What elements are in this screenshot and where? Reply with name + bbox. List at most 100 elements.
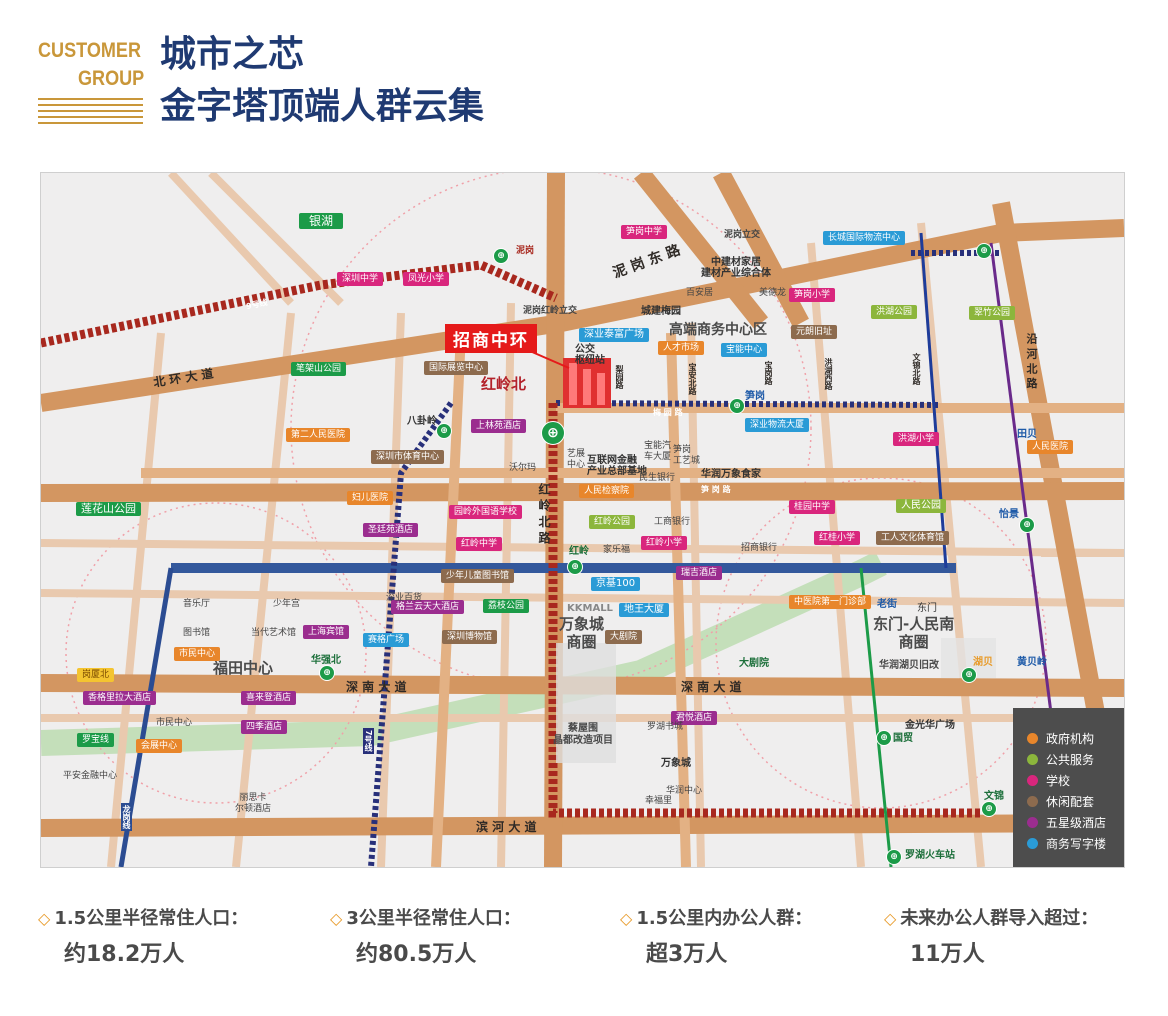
tag-shenye-taifu[interactable]: 深业泰富广场 <box>579 328 649 342</box>
area-caiwu: 蔡屋围 晶都改造项目 <box>553 723 613 746</box>
tag-tiyu-center[interactable]: 深圳市体育中心 <box>371 450 445 464</box>
metro-station-icon[interactable]: ⊕ <box>976 243 992 259</box>
tag-lizhi-park[interactable]: 荔枝公园 <box>483 599 530 613</box>
road-hongfu: 洪湖西路 <box>824 358 833 390</box>
diamond-icon: ◇ <box>330 909 343 928</box>
metro-station-icon[interactable]: ⊕ <box>729 398 745 414</box>
label-jinguang: 金光华广场 <box>905 720 955 731</box>
metro-station-icon[interactable]: ⊕ <box>567 559 583 575</box>
metro-station-icon[interactable]: ⊕ <box>886 849 902 865</box>
metro-station-icon[interactable]: ⊕ <box>961 667 977 683</box>
tag-baoneng[interactable]: 宝能中心 <box>721 343 768 357</box>
area-huarun-bei: 华润湖贝旧改 <box>879 660 939 671</box>
tag-dibang[interactable]: 地王大厦 <box>619 603 669 617</box>
label-shaonian-gong: 少年宫 <box>273 599 301 609</box>
tag-shanghai-hotel[interactable]: 上海宾馆 <box>303 625 350 639</box>
tag-xilaideng[interactable]: 喜来登酒店 <box>241 691 297 705</box>
tag-hongling-park[interactable]: 红岭公园 <box>589 515 636 529</box>
diamond-icon: ◇ <box>620 909 633 928</box>
tag-shaoer-lib[interactable]: 少年儿童图书馆 <box>441 569 515 583</box>
tag-guiyuan[interactable]: 桂园中学 <box>789 500 836 514</box>
tag-hongling-primary[interactable]: 红岭小学 <box>641 536 688 550</box>
page-title-line1: 城市之芯 <box>160 34 305 75</box>
tag-luobao[interactable]: 罗宝线 <box>77 733 115 747</box>
area-hongling-bei: 红岭北 <box>481 375 527 393</box>
label-guomao: 国贸 <box>893 733 913 744</box>
tag-shenzhen-middle[interactable]: 深圳中学 <box>337 272 384 286</box>
stat-future-office: ◇未来办公人群导入超过： 11万人 <box>884 908 1099 967</box>
metro-station-icon[interactable]: ⊕ <box>493 248 509 264</box>
tag-cuizhu-park[interactable]: 翠竹公园 <box>969 306 1016 320</box>
label-honglin: 红岭 <box>569 546 589 557</box>
tag-shimin-center[interactable]: 市民中心 <box>174 647 221 661</box>
tag-fengguang[interactable]: 凤光小学 <box>403 272 450 286</box>
tag-honghu-primary[interactable]: 洪湖小学 <box>893 432 940 446</box>
tag-shanglin[interactable]: 上林苑酒店 <box>471 419 527 433</box>
tag-hongguei[interactable]: 红桂小学 <box>814 531 861 545</box>
label-wanxiang: 万象城 <box>661 758 691 769</box>
road-liyuan: 梨园路 <box>615 365 624 389</box>
tag-renmin-park[interactable]: 人民公园 <box>896 499 946 513</box>
tag-changcheng[interactable]: 长城国际物流中心 <box>823 231 906 245</box>
tag-yuanmin[interactable]: 元朗旧址 <box>791 325 838 339</box>
area-dongmen: 东门-人民南 商圈 <box>873 615 955 651</box>
metro-station-icon[interactable]: ⊕ <box>319 665 335 681</box>
tag-junyue[interactable]: 君悦酒店 <box>671 711 718 725</box>
tag-xiangge[interactable]: 香格里拉大酒店 <box>83 691 157 705</box>
tag-yinhu[interactable]: 银湖 <box>299 213 344 229</box>
label-minsheng: 民生银行 <box>639 473 676 483</box>
legend-swatch <box>1027 796 1038 807</box>
tag-gongren[interactable]: 工人文化体育馆 <box>876 531 950 545</box>
tag-bowuguan[interactable]: 深圳博物馆 <box>442 630 498 644</box>
label-dangdai: 当代艺术馆 <box>251 628 297 638</box>
road-baogang: 宝岗路 <box>764 361 773 385</box>
tag-siji[interactable]: 四季酒店 <box>241 720 288 734</box>
tag-dier-hospital[interactable]: 第二人民医院 <box>286 428 351 442</box>
tag-jingji100[interactable]: 京基100 <box>591 577 641 591</box>
metro-station-icon[interactable]: ⊕ <box>876 730 892 746</box>
label-huarun-zx: 华润中心 <box>666 786 703 796</box>
area-wanxiang: 万象城 商圈 <box>559 615 605 651</box>
tag-hongling-middle[interactable]: 红岭中学 <box>456 537 503 551</box>
tag-saige[interactable]: 赛格广场 <box>363 633 410 647</box>
tag-sungang-middle[interactable]: 笋岗中学 <box>621 225 668 239</box>
label-huarun-wx: 华润万象食家 <box>701 469 761 480</box>
tag-ruiji[interactable]: 瑞吉酒店 <box>676 566 723 580</box>
tag-bijia-park[interactable]: 笔架山公园 <box>291 362 347 376</box>
label-sungang-metro: 笋岗 <box>745 391 765 402</box>
road-baoan-north: 宝安北路 <box>688 363 697 395</box>
tag-rencai[interactable]: 人才市场 <box>658 341 705 355</box>
label-laojie: 老街 <box>877 599 897 610</box>
label-xingfuli: 幸福里 <box>645 796 673 806</box>
tag-huizhan[interactable]: 会展中心 <box>136 739 183 753</box>
location-map[interactable]: 北 环 大 道 泥 岗 东 路 红 岭 北 路 深 南 大 道 深 南 大 道 … <box>40 172 1125 868</box>
metro-station-icon[interactable]: ⊕ <box>981 801 997 817</box>
metro-station-icon[interactable]: ⊕ <box>436 423 452 439</box>
tag-shengting[interactable]: 圣廷苑酒店 <box>363 523 419 537</box>
tag-dajuyuan[interactable]: 大剧院 <box>605 630 643 644</box>
label-tushuguan: 图书馆 <box>183 628 211 638</box>
map-legend: 政府机构 公共服务 学校 休闲配套 五星级酒店 商务写字楼 <box>1013 708 1124 867</box>
label-gongjiao: 公交 枢纽站 <box>575 344 605 366</box>
metro-hub-icon[interactable]: ⊕ <box>541 421 565 445</box>
metro-station-icon[interactable]: ⊕ <box>1019 517 1035 533</box>
hero-label-zhaoshang[interactable]: 招商中环 <box>445 324 537 353</box>
tag-renmin-jianchayuan[interactable]: 人民检察院 <box>579 484 635 498</box>
tag-people-hospital[interactable]: 人民医院 <box>1027 440 1074 454</box>
tag-honghu-park[interactable]: 洪湖公园 <box>871 305 918 319</box>
road-hongling-north: 红 岭 北 路 <box>537 483 551 544</box>
tag-gangkou[interactable]: 岗厦北 <box>77 668 115 682</box>
tag-sungang-primary[interactable]: 笋岗小学 <box>789 288 836 302</box>
tag-yuanling-school[interactable]: 园岭外国语学校 <box>449 505 523 519</box>
tag-gelan[interactable]: 格兰云天大酒店 <box>391 600 465 614</box>
label-nigang-lijiao: 泥岗立交 <box>724 230 761 240</box>
tag-guoji-zhanlan[interactable]: 国际展览中心 <box>424 361 489 375</box>
tag-shenye-logistics[interactable]: 深业物流大厦 <box>745 418 810 432</box>
label-dongmen: 东门 <box>917 603 937 614</box>
label-hubei: 湖贝 <box>973 657 993 668</box>
label-hulian: 互联网金融 产业总部基地 <box>587 455 647 477</box>
diamond-icon: ◇ <box>884 909 897 928</box>
tag-lianhuashan[interactable]: 莲花山公园 <box>76 502 141 516</box>
tag-zhongyi[interactable]: 中医院第一门诊部 <box>789 595 872 609</box>
tag-fuer-hospital[interactable]: 妇儿医院 <box>347 491 394 505</box>
